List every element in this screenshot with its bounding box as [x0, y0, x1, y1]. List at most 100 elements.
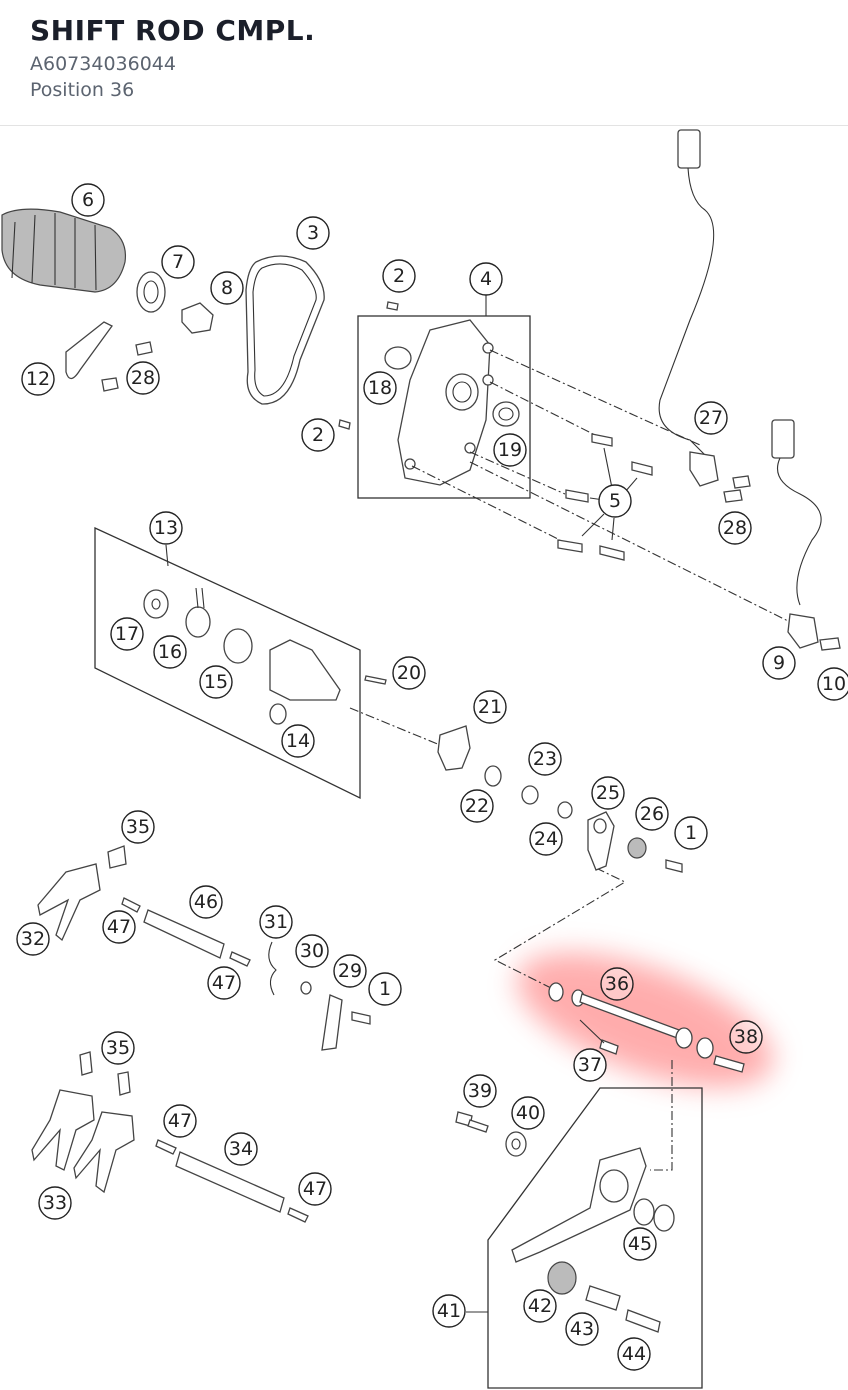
- svg-text:47: 47: [168, 1110, 192, 1132]
- callout[interactable]: 34: [224, 1132, 258, 1166]
- callout[interactable]: 20: [392, 656, 426, 690]
- callout[interactable]: 3: [296, 216, 330, 250]
- callout[interactable]: 8: [210, 271, 244, 305]
- svg-text:12: 12: [26, 368, 50, 390]
- shift-forks-rails: [31, 845, 371, 1223]
- callout[interactable]: 32: [16, 922, 50, 956]
- part-header: SHIFT ROD CMPL. A60734036044 Position 36: [0, 0, 848, 126]
- svg-text:25: 25: [596, 782, 620, 804]
- callout[interactable]: 37: [573, 1048, 607, 1082]
- callout[interactable]: 40: [511, 1096, 545, 1130]
- callout[interactable]: 25: [591, 776, 625, 810]
- callout[interactable]: 26: [635, 797, 669, 831]
- svg-text:39: 39: [468, 1080, 492, 1102]
- svg-text:4: 4: [480, 268, 492, 290]
- svg-text:20: 20: [397, 662, 421, 684]
- callout[interactable]: 46: [189, 885, 223, 919]
- callout[interactable]: 47: [207, 966, 241, 1000]
- callout[interactable]: 47: [298, 1172, 332, 1206]
- shift-rod-parts: [548, 982, 745, 1073]
- callout[interactable]: 30: [295, 934, 329, 968]
- callout[interactable]: 45: [623, 1227, 657, 1261]
- callout[interactable]: 28: [718, 511, 752, 545]
- callout[interactable]: 35: [121, 810, 155, 844]
- callout[interactable]: 14: [281, 724, 315, 758]
- callout-selected-end[interactable]: 38: [729, 1020, 763, 1054]
- callout[interactable]: 9: [762, 646, 796, 680]
- svg-text:28: 28: [723, 517, 747, 539]
- svg-text:30: 30: [300, 940, 324, 962]
- svg-text:1: 1: [379, 978, 391, 1000]
- svg-text:34: 34: [229, 1138, 253, 1160]
- part-number: A60734036044: [30, 53, 176, 75]
- svg-text:36: 36: [605, 973, 629, 995]
- callout[interactable]: 21: [473, 690, 507, 724]
- exploded-parts-diagram: 6 3 7 8 2 4 12 28 18 2 19 27 5 28 13 17 …: [1, 129, 848, 1389]
- svg-text:28: 28: [131, 367, 155, 389]
- svg-text:2: 2: [312, 424, 324, 446]
- callout[interactable]: 5: [598, 484, 632, 518]
- svg-text:32: 32: [21, 928, 45, 950]
- callout[interactable]: 39: [463, 1074, 497, 1108]
- svg-text:40: 40: [516, 1102, 540, 1124]
- svg-text:10: 10: [822, 673, 846, 695]
- svg-text:47: 47: [107, 916, 131, 938]
- callout[interactable]: 19: [493, 433, 527, 467]
- callout[interactable]: 29: [333, 954, 367, 988]
- svg-text:7: 7: [172, 251, 184, 273]
- svg-text:16: 16: [158, 641, 182, 663]
- shift-lever-parts: [437, 725, 683, 873]
- svg-text:43: 43: [570, 1318, 594, 1340]
- svg-text:5: 5: [609, 490, 621, 512]
- svg-text:13: 13: [154, 517, 178, 539]
- callout[interactable]: 1: [674, 816, 708, 850]
- svg-text:47: 47: [212, 972, 236, 994]
- callout[interactable]: 15: [199, 665, 233, 699]
- callout[interactable]: 44: [617, 1337, 651, 1371]
- callout-selected[interactable]: 36: [600, 967, 634, 1001]
- svg-text:29: 29: [338, 960, 362, 982]
- callout[interactable]: 13: [149, 511, 183, 545]
- svg-text:22: 22: [465, 795, 489, 817]
- callout[interactable]: 41: [432, 1294, 466, 1328]
- svg-text:31: 31: [264, 911, 288, 933]
- cover-assembly: [357, 294, 531, 499]
- callout[interactable]: 17: [110, 617, 144, 651]
- svg-text:15: 15: [204, 671, 228, 693]
- callout[interactable]: 24: [529, 822, 563, 856]
- callout[interactable]: 35: [101, 1031, 135, 1065]
- callout[interactable]: 12: [21, 362, 55, 396]
- callout[interactable]: 31: [259, 905, 293, 939]
- sensor-cables: [658, 129, 841, 651]
- svg-text:18: 18: [368, 377, 392, 399]
- callout[interactable]: 43: [565, 1312, 599, 1346]
- svg-text:47: 47: [303, 1178, 327, 1200]
- callout[interactable]: 47: [163, 1104, 197, 1138]
- bolt-alignment-lines: [349, 349, 791, 1171]
- svg-text:9: 9: [773, 652, 785, 674]
- callout[interactable]: 4: [469, 262, 503, 296]
- part-title: SHIFT ROD CMPL.: [30, 14, 316, 47]
- callout[interactable]: 7: [161, 245, 195, 279]
- callout[interactable]: 23: [528, 742, 562, 776]
- callout[interactable]: 10: [817, 667, 848, 701]
- callout[interactable]: 47: [102, 910, 136, 944]
- callout[interactable]: 18: [363, 371, 397, 405]
- callout[interactable]: 28: [126, 361, 160, 395]
- svg-text:2: 2: [393, 265, 405, 287]
- svg-text:38: 38: [734, 1026, 758, 1048]
- svg-text:26: 26: [640, 803, 664, 825]
- callout[interactable]: 42: [523, 1289, 557, 1323]
- callout[interactable]: 2: [301, 418, 335, 452]
- svg-text:1: 1: [685, 822, 697, 844]
- callout[interactable]: 2: [382, 259, 416, 293]
- svg-text:3: 3: [307, 222, 319, 244]
- callout[interactable]: 27: [694, 401, 728, 435]
- callout[interactable]: 16: [153, 635, 187, 669]
- callout[interactable]: 22: [460, 789, 494, 823]
- shift-shaft-assembly: [94, 526, 387, 800]
- callout[interactable]: 1: [368, 972, 402, 1006]
- callout[interactable]: 6: [71, 183, 105, 217]
- callout[interactable]: 33: [38, 1186, 72, 1220]
- svg-text:35: 35: [126, 816, 150, 838]
